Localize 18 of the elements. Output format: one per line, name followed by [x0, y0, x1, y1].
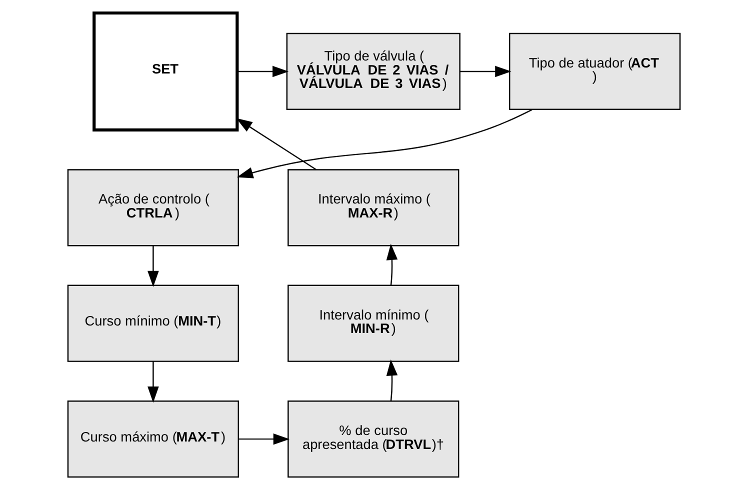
node-box: Curso máximo (MAX-T) [67, 400, 240, 478]
arrow [236, 118, 316, 170]
arrow [237, 66, 289, 78]
node-box: Tipo de atuador (ACT) [508, 32, 681, 110]
arrow [238, 433, 290, 445]
arrow [236, 109, 532, 178]
node-box: Ação de controlo (CTRLA) [67, 169, 240, 246]
node-box: Curso mínimo (MIN-T) [67, 284, 240, 362]
node-box: Intervalo máximo (MAX-R) [288, 169, 460, 246]
node-box: Tipo de válvula (VÁLVULA DE 2 VIAS / VÁLVULA DE 3 VIAS) [286, 32, 460, 110]
arrow [386, 244, 398, 286]
node-box: % de curso apresentada (DTRVL)† [288, 400, 460, 478]
node-box: Intervalo mínimo (MIN-R) [288, 284, 460, 362]
arrow [148, 246, 159, 288]
arrow [460, 66, 512, 78]
arrow [148, 361, 159, 403]
node-box: SET [92, 11, 239, 132]
arrow [386, 360, 398, 401]
